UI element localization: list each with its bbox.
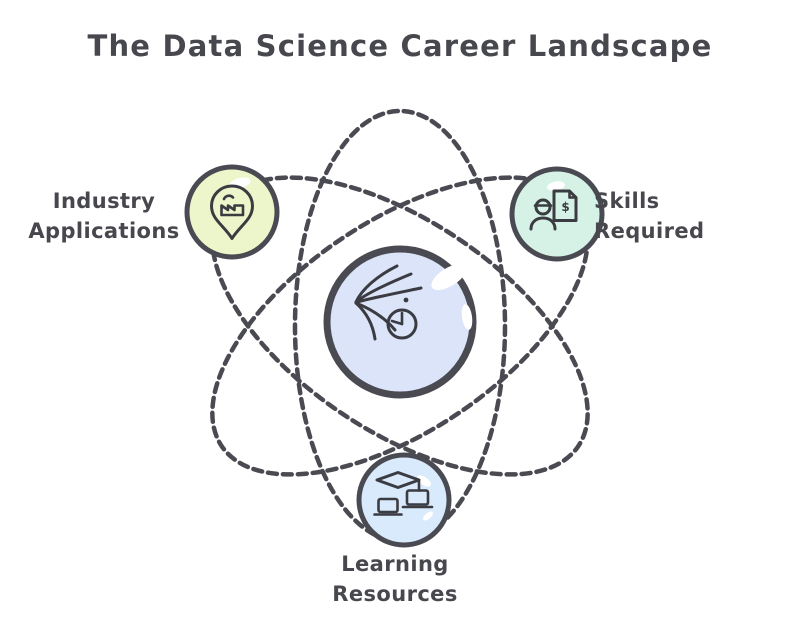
paper-highlight xyxy=(547,181,565,191)
label-learning-line1: Learning xyxy=(341,552,449,576)
label-industry-line2: Applications xyxy=(28,219,180,243)
skills-circle xyxy=(509,166,605,262)
data-flow-clock-icon xyxy=(354,264,423,341)
center-node xyxy=(323,245,477,399)
node-learning-resources xyxy=(356,452,452,548)
label-skills-line2: Required xyxy=(594,219,705,243)
label-learning-line2: Resources xyxy=(332,582,458,606)
label-industry-line1: Industry xyxy=(52,189,156,213)
label-learning-resources: Learning Resources xyxy=(290,549,500,609)
label-industry-applications: Industry Applications xyxy=(16,186,192,246)
diagram-title: The Data Science Career Landscape xyxy=(87,29,713,63)
node-skills-required: $ xyxy=(509,166,605,262)
label-skills-required: Skills Required xyxy=(594,186,774,246)
graduation-laptops-icon xyxy=(373,471,434,516)
factory-location-pin-icon xyxy=(210,184,254,240)
paper-highlights-learning xyxy=(417,475,433,521)
industry-circle xyxy=(184,164,280,260)
label-skills-line1: Skills xyxy=(594,189,660,213)
dollar-glyph: $ xyxy=(561,200,569,214)
paper-highlights-center xyxy=(431,263,473,330)
person-salary-document-icon: $ xyxy=(529,189,578,231)
node-industry-applications xyxy=(184,164,280,260)
learning-circle xyxy=(356,452,452,548)
